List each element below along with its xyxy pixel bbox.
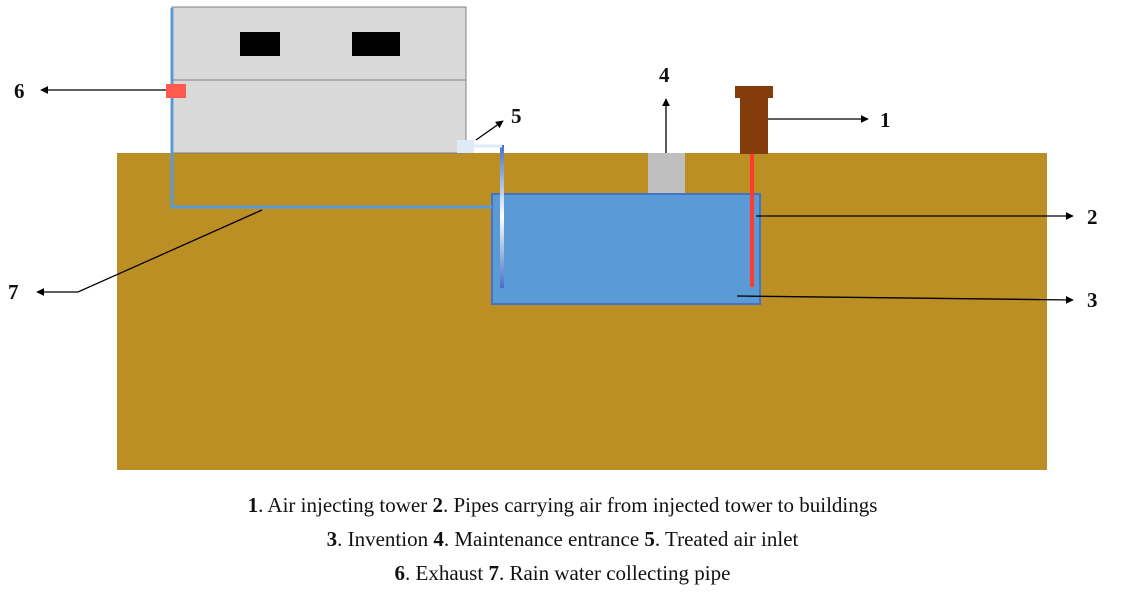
- caption-num-7: 7: [488, 561, 499, 585]
- caption-num-2: 2: [432, 493, 443, 517]
- callout-5-arrow: [475, 120, 504, 141]
- caption-line-3: 6. Exhaust 7. Rain water collecting pipe: [0, 556, 1125, 590]
- caption-num-3: 3: [326, 527, 338, 551]
- maintenance-entrance: [648, 153, 685, 195]
- rain-water-collecting-pipe: [170, 8, 492, 209]
- caption-text-4: . Maintenance entrance: [443, 527, 645, 551]
- callout-6-label: 6: [14, 79, 25, 103]
- callout-7-label: 7: [8, 280, 19, 304]
- treated-air-inlet: [457, 140, 474, 153]
- building-upper-floor: [171, 6, 467, 81]
- caption-line-2: 3. Invention 4. Maintenance entrance 5. …: [0, 522, 1125, 556]
- caption-num-5: 5: [644, 527, 655, 551]
- tower-shaft: [740, 97, 768, 154]
- pipe-riser-to-building: [500, 145, 504, 288]
- caption-text-5: . Treated air inlet: [654, 527, 799, 551]
- air-injecting-tower: [735, 86, 773, 154]
- caption-text-2: . Pipes carrying air from injected tower…: [442, 493, 878, 517]
- callout-7-arrow: [36, 209, 263, 296]
- caption: 1. Air injecting tower 2. Pipes carrying…: [0, 488, 1125, 590]
- building: [171, 6, 467, 154]
- caption-text-1: . Air injecting tower: [258, 493, 433, 517]
- exhaust-vent: [166, 84, 186, 98]
- callout-3-label: 3: [1087, 288, 1098, 312]
- callout-2-label: 2: [1087, 205, 1098, 229]
- tower-cap: [735, 86, 773, 98]
- caption-text-3: . Invention: [337, 527, 434, 551]
- building-lower-floor: [171, 79, 467, 154]
- callout-4-label: 4: [659, 63, 670, 87]
- building-window-right: [352, 32, 400, 56]
- callout-5-label: 5: [511, 104, 522, 128]
- caption-text-6: . Exhaust: [405, 561, 489, 585]
- caption-num-1: 1: [247, 493, 259, 517]
- caption-num-4: 4: [433, 527, 444, 551]
- caption-num-6: 6: [394, 561, 406, 585]
- callout-1-label: 1: [880, 108, 891, 132]
- building-window-left: [240, 32, 280, 56]
- callout-3-arrow: [736, 295, 1074, 304]
- caption-text-7: . Rain water collecting pipe: [498, 561, 731, 585]
- caption-line-1: 1. Air injecting tower 2. Pipes carrying…: [0, 488, 1125, 522]
